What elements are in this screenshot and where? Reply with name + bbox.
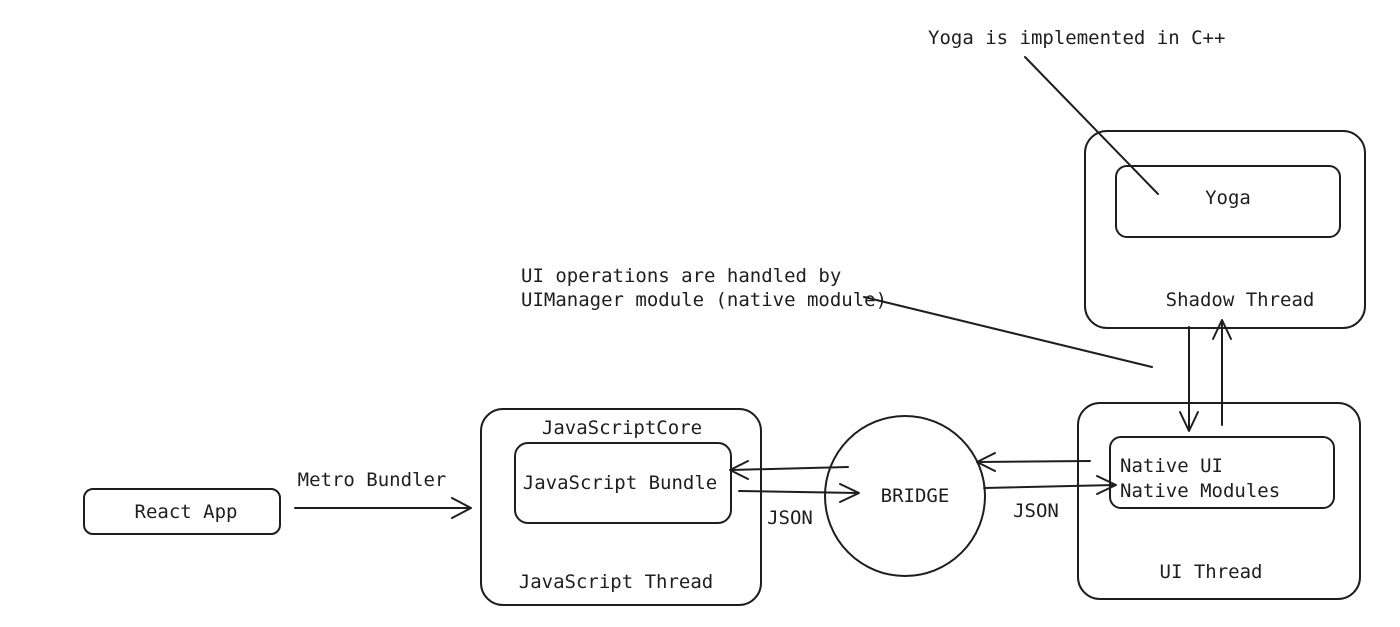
javascript-thread-node: JavaScriptCore JavaScript Bundle JavaScr…: [480, 408, 762, 606]
yoga-annotation: Yoga is implemented in C++: [928, 27, 1225, 195]
json-right-label: JSON: [1013, 500, 1059, 522]
shadow-thread-node: Yoga Shadow Thread: [1084, 130, 1366, 329]
bridge-ui-arrows: JSON: [976, 452, 1117, 522]
yoga-label: Yoga: [1205, 187, 1251, 209]
native-modules-label: Native Modules: [1120, 480, 1280, 502]
yoga-box: [1115, 165, 1341, 238]
javascript-core-label: JavaScriptCore: [542, 417, 702, 439]
uimanager-note-line2: UIManager module (native module): [521, 289, 887, 311]
bridge-label: BRIDGE: [881, 485, 950, 507]
yoga-note-label: Yoga is implemented in C++: [928, 27, 1225, 49]
javascript-bundle-box: [514, 442, 732, 524]
js-bridge-arrows: JSON: [729, 460, 860, 529]
metro-bundler-label: Metro Bundler: [298, 469, 447, 491]
metro-bundler-edge: Metro Bundler: [294, 469, 472, 519]
native-ui-label: Native UI: [1120, 455, 1223, 477]
json-left-label: JSON: [767, 507, 813, 529]
ui-thread-node: Native UI Native Modules UI Thread: [1077, 402, 1361, 600]
native-modules-box: [1109, 436, 1335, 509]
react-app-node: React App: [83, 488, 281, 535]
bridge-node: BRIDGE: [824, 415, 986, 577]
react-app-label: React App: [135, 501, 238, 523]
uimanager-note-line1: UI operations are handled by: [521, 265, 841, 287]
ui-thread-label: UI Thread: [1160, 561, 1263, 583]
uimanager-annotation: UI operations are handled by UIManager m…: [521, 265, 1153, 368]
javascript-bundle-label: JavaScript Bundle: [523, 472, 717, 494]
shadow-ui-arrows: [1179, 319, 1232, 432]
javascript-thread-label: JavaScript Thread: [519, 571, 713, 593]
shadow-thread-label: Shadow Thread: [1166, 289, 1315, 311]
